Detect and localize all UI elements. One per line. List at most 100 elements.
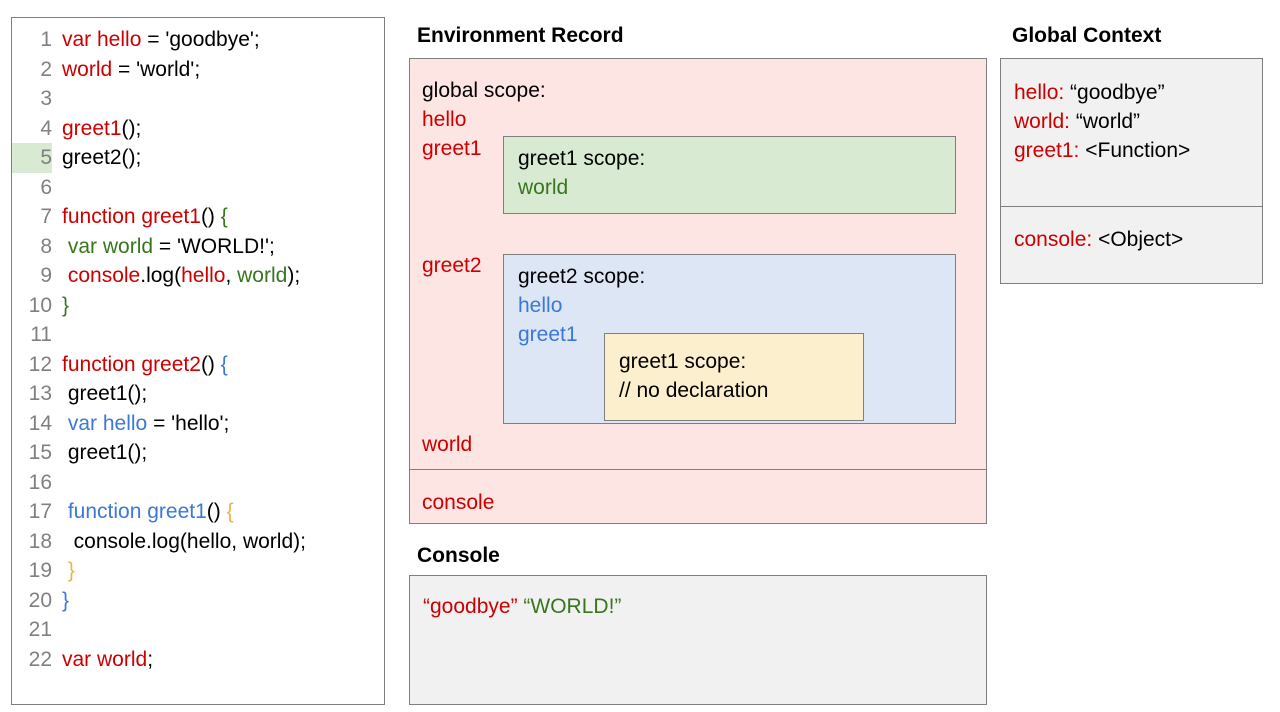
line-number: 20 bbox=[28, 588, 52, 612]
global-context-row-console: console: <Object> bbox=[1014, 228, 1183, 252]
code-line[interactable]: 19 } bbox=[12, 556, 384, 586]
console-title: Console bbox=[417, 544, 500, 567]
code-line-text: function greet1() { bbox=[52, 202, 228, 232]
global-context-panel: hello: “goodbye” world: “world” greet1: … bbox=[1000, 58, 1263, 284]
line-number: 1 bbox=[40, 28, 52, 51]
code-line[interactable]: 18 console.log(hello, world); bbox=[12, 527, 384, 557]
code-token: = 'world'; bbox=[112, 57, 201, 81]
console-panel[interactable]: “goodbye” “WORLD!” bbox=[409, 575, 987, 705]
code-line[interactable]: 10} bbox=[12, 291, 384, 321]
code-line[interactable]: 11 bbox=[12, 320, 384, 350]
code-line-text: greet1(); bbox=[52, 438, 147, 468]
global-context-value-console: <Object> bbox=[1098, 228, 1184, 251]
global-context-key-hello: hello: bbox=[1014, 81, 1065, 104]
code-line[interactable]: 9 console.log(hello, world); bbox=[12, 261, 384, 291]
greet2-scope-var-greet1: greet1 bbox=[518, 323, 578, 346]
code-line[interactable]: 17 function greet1() { bbox=[12, 497, 384, 527]
code-token: function greet1 bbox=[67, 500, 207, 523]
code-token: hello bbox=[181, 264, 226, 287]
code-token: { bbox=[220, 205, 228, 228]
code-line-text: console.log(hello, world); bbox=[52, 527, 306, 557]
line-number: 22 bbox=[28, 647, 52, 671]
line-number: 4 bbox=[40, 116, 52, 140]
line-number: 12 bbox=[28, 352, 52, 376]
greet1-scope-var-world: world bbox=[518, 176, 569, 199]
code-token: = 'goodbye'; bbox=[141, 28, 260, 51]
code-token: .log( bbox=[140, 264, 182, 287]
environment-record-console-section: console bbox=[410, 470, 986, 523]
line-number: 21 bbox=[28, 618, 52, 641]
binding-console: console bbox=[422, 491, 495, 514]
code-token: () bbox=[200, 205, 221, 228]
code-line[interactable]: 8 var world = 'WORLD!'; bbox=[12, 232, 384, 262]
code-line-text: function greet2() { bbox=[52, 350, 228, 380]
code-line-text: var hello = 'goodbye'; bbox=[52, 25, 260, 55]
global-scope-label: global scope: bbox=[422, 79, 546, 102]
code-token: (); bbox=[121, 116, 142, 140]
environment-record-title: Environment Record bbox=[417, 24, 624, 47]
global-context-console-section: console: <Object> bbox=[1001, 207, 1262, 283]
binding-greet2: greet2 bbox=[422, 254, 482, 277]
code-line[interactable]: 15 greet1(); bbox=[12, 438, 384, 468]
code-line-text: } bbox=[52, 556, 75, 586]
line-number: 3 bbox=[40, 87, 52, 110]
global-context-row-world: world: “world” bbox=[1014, 110, 1140, 134]
line-number: 7 bbox=[40, 205, 52, 228]
global-context-key-console: console: bbox=[1014, 228, 1093, 251]
binding-hello: hello bbox=[422, 108, 467, 131]
code-token: var world bbox=[62, 647, 148, 671]
code-line[interactable]: 14 var hello = 'hello'; bbox=[12, 409, 384, 439]
code-line[interactable]: 6 bbox=[12, 173, 384, 203]
global-scope-section: global scope: hello greet1 greet2 world … bbox=[410, 59, 986, 470]
console-output-item-1: “goodbye” bbox=[423, 595, 518, 618]
code-line[interactable]: 16 bbox=[12, 468, 384, 498]
code-line-text: greet1(); bbox=[52, 114, 141, 144]
code-token: } bbox=[67, 559, 75, 582]
code-line-text: greet1(); bbox=[52, 379, 147, 409]
line-number: 9 bbox=[40, 264, 52, 287]
global-context-key-greet1: greet1: bbox=[1014, 139, 1080, 162]
code-token: console bbox=[67, 264, 141, 287]
line-number: 8 bbox=[40, 234, 52, 258]
greet1-inner-scope-box: greet1 scope: // no declaration bbox=[604, 333, 864, 421]
code-token: greet1(); bbox=[62, 382, 148, 405]
global-context-value-greet1: <Function> bbox=[1085, 139, 1191, 162]
line-number: 2 bbox=[40, 57, 52, 81]
line-number: 10 bbox=[28, 293, 52, 317]
global-context-key-world: world: bbox=[1014, 110, 1071, 133]
code-line[interactable]: 20} bbox=[12, 586, 384, 616]
greet1-inner-scope-note: // no declaration bbox=[619, 379, 769, 402]
code-line-text: var world; bbox=[52, 645, 153, 675]
code-token: function greet2 bbox=[62, 352, 201, 376]
global-context-row-hello: hello: “goodbye” bbox=[1014, 81, 1165, 105]
global-context-value-hello: “goodbye” bbox=[1070, 81, 1165, 104]
code-line-text: function greet1() { bbox=[52, 497, 234, 527]
code-line[interactable]: 3 bbox=[12, 84, 384, 114]
code-token: world bbox=[237, 264, 288, 287]
line-number: 16 bbox=[28, 470, 52, 494]
code-line[interactable]: 13 greet1(); bbox=[12, 379, 384, 409]
binding-greet1: greet1 bbox=[422, 137, 482, 160]
console-output: “goodbye” “WORLD!” bbox=[423, 595, 621, 619]
code-token: = 'WORLD!'; bbox=[153, 234, 275, 258]
code-token: var hello bbox=[62, 28, 142, 51]
environment-record-panel: global scope: hello greet1 greet2 world … bbox=[409, 58, 987, 524]
code-line[interactable]: 21 bbox=[12, 615, 384, 645]
code-token: } bbox=[62, 293, 70, 317]
global-context-value-world: “world” bbox=[1075, 110, 1141, 133]
line-number: 11 bbox=[30, 323, 52, 346]
code-line-text: greet2(); bbox=[52, 143, 141, 173]
code-token: function greet1 bbox=[62, 205, 201, 228]
code-token: , bbox=[225, 264, 238, 287]
global-context-row-greet1: greet1: <Function> bbox=[1014, 139, 1190, 163]
code-line-text: } bbox=[52, 586, 69, 616]
